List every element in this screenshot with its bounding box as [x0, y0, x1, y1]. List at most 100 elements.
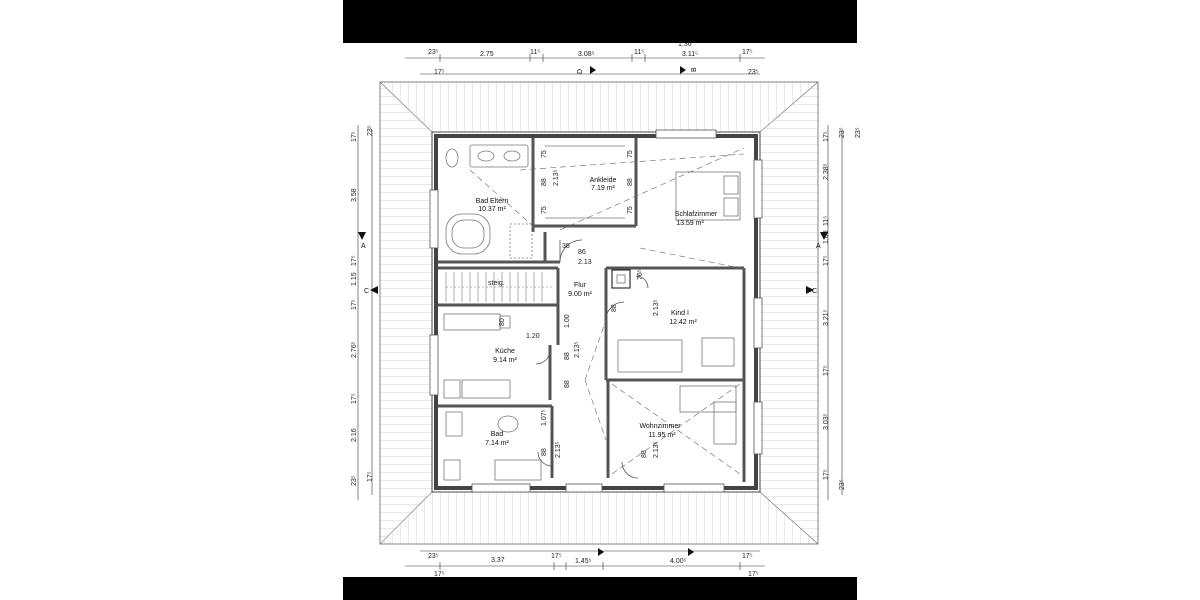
- dim-label: 1.15: [351, 272, 358, 286]
- svg-text:88: 88: [541, 448, 548, 456]
- room-area: 10.37 m²: [478, 206, 506, 213]
- dim-label: 2.16: [351, 428, 358, 442]
- dim-label: 3.11⁵: [682, 51, 698, 58]
- window: [753, 401, 763, 455]
- bottom-black-band: [343, 577, 857, 600]
- svg-text:2.13⁵: 2.13⁵: [574, 341, 581, 358]
- section-marker-d: D B: [577, 66, 698, 74]
- svg-text:C: C: [364, 288, 369, 295]
- room-name: Küche: [495, 348, 515, 355]
- dim-label: 23⁵: [839, 479, 846, 490]
- room-name: Kind I: [671, 310, 689, 317]
- dim-label: 23⁵: [855, 127, 862, 138]
- dim-label: 23⁵: [367, 125, 374, 136]
- room-area: 13.59 m²: [676, 220, 704, 227]
- svg-text:75: 75: [627, 206, 634, 214]
- svg-text:2.13⁵: 2.13⁵: [653, 299, 660, 316]
- svg-text:80: 80: [499, 318, 506, 326]
- svg-text:88: 88: [541, 178, 548, 186]
- window: [471, 483, 531, 493]
- svg-text:1.00: 1.00: [564, 314, 571, 328]
- svg-text:A: A: [361, 243, 366, 250]
- dim-label: 17⁵: [367, 471, 374, 482]
- dim-label: 23⁵: [428, 553, 439, 560]
- dim-label: 23⁵: [839, 127, 846, 138]
- dim-label: 17⁵: [823, 131, 830, 142]
- door-swings: [535, 239, 649, 479]
- window: [753, 297, 763, 349]
- svg-text:2.13⁵: 2.13⁵: [653, 441, 660, 458]
- dim-label: 23⁵: [428, 49, 439, 56]
- dim-label: 2.76⁵: [351, 341, 358, 358]
- room-area: 7.19 m²: [591, 185, 615, 192]
- dim-label: 3.03⁵: [823, 413, 830, 430]
- dim-label: 23⁵: [748, 69, 759, 76]
- dim-label: 3.08⁵: [578, 51, 595, 58]
- room-labels: Bad Eltern 10.37 m² Ankleide 7.19 m² Sch…: [476, 177, 718, 447]
- section-markers-left: A C: [358, 232, 378, 295]
- svg-text:1.07⁵: 1.07⁵: [541, 409, 548, 426]
- dimension-right: [827, 125, 843, 500]
- svg-text:2.13: 2.13: [578, 259, 592, 266]
- room-name: Ankleide: [590, 177, 617, 184]
- dim-label: 17⁵: [823, 255, 830, 266]
- room-area: 12.42 m²: [669, 319, 697, 326]
- room-name: Wohnzimmer: [639, 423, 681, 430]
- dim-label: 17⁵: [742, 49, 753, 56]
- room-name: Bad: [491, 431, 504, 438]
- furniture: [443, 144, 741, 481]
- window: [663, 483, 725, 493]
- dimension-bottom: [405, 550, 765, 570]
- svg-text:2.13⁵: 2.13⁵: [553, 169, 560, 186]
- dimension-left-labels: 17⁵ 3.58 17⁵ 1.15 17⁵ 2.76⁵ 17⁵ 2.16 23⁵…: [351, 125, 374, 486]
- dimension-left: [357, 125, 373, 500]
- dim-label: 11⁵: [823, 216, 830, 226]
- section-marker-bottom: [598, 548, 694, 556]
- dim-label: 3.21⁵: [823, 309, 830, 326]
- window: [753, 159, 763, 219]
- svg-text:75: 75: [627, 150, 634, 158]
- room-diagonals: [469, 147, 745, 475]
- svg-text:88: 88: [641, 450, 648, 458]
- svg-text:36: 36: [562, 243, 570, 250]
- dimension-top: [405, 54, 765, 75]
- room-area: 11.95 m²: [648, 432, 676, 439]
- svg-text:86: 86: [578, 249, 586, 256]
- dim-label: 17⁵: [823, 365, 830, 376]
- dim-label: 2.38⁵: [823, 163, 830, 180]
- svg-text:1.20: 1.20: [526, 333, 540, 340]
- room-name: Bad Eltern: [476, 198, 509, 205]
- dim-label: 4.00⁵: [670, 558, 687, 565]
- room-name: Schlafzimmer: [675, 211, 718, 218]
- svg-text:D: D: [577, 69, 584, 74]
- room-area: 9.00 m²: [568, 291, 592, 298]
- top-black-band: [343, 0, 857, 43]
- svg-text:75: 75: [541, 206, 548, 214]
- dim-label: 2.75: [480, 51, 494, 58]
- stair-label: steig.: [488, 280, 505, 287]
- dimension-bottom-labels: 23⁵ 3.37 17⁵ 1.45⁵ 4.00⁵ 17⁵ 17⁵ 17⁵: [428, 553, 759, 578]
- room-area: 9.14 m²: [493, 357, 517, 364]
- room-area: 7.14 m²: [485, 440, 509, 447]
- room-name: Flur: [574, 282, 587, 289]
- dim-label: 3.58: [351, 188, 358, 202]
- svg-text:C: C: [812, 288, 817, 295]
- svg-text:2.13⁵: 2.13⁵: [555, 441, 562, 458]
- dim-label: 23⁵: [351, 475, 358, 486]
- dim-label: 1.08: [823, 230, 830, 244]
- stairs: [445, 272, 552, 302]
- dim-label: 17⁵: [434, 69, 445, 76]
- dim-label: 1.45⁵: [575, 558, 592, 565]
- svg-text:A: A: [816, 243, 821, 250]
- dimension-top-labels: 23⁵ 2.75 11⁵ 3.08⁵ 11⁵ 3.11⁵ 17⁵ 1.36 17…: [428, 41, 759, 76]
- dim-label: 17⁵: [351, 299, 358, 310]
- dim-label: 17⁵: [434, 571, 445, 578]
- dim-label: 17⁵: [351, 131, 358, 142]
- dim-label: 17⁵: [742, 553, 753, 560]
- svg-text:75: 75: [541, 150, 548, 158]
- dim-label: 11⁵: [634, 49, 644, 56]
- interior-dimensions: 75 75 75 75 2.13⁵ 88 88 36 86 2.13 76⁵ 8…: [499, 150, 660, 458]
- dim-label: 3.37: [491, 557, 505, 564]
- svg-text:88: 88: [564, 352, 571, 360]
